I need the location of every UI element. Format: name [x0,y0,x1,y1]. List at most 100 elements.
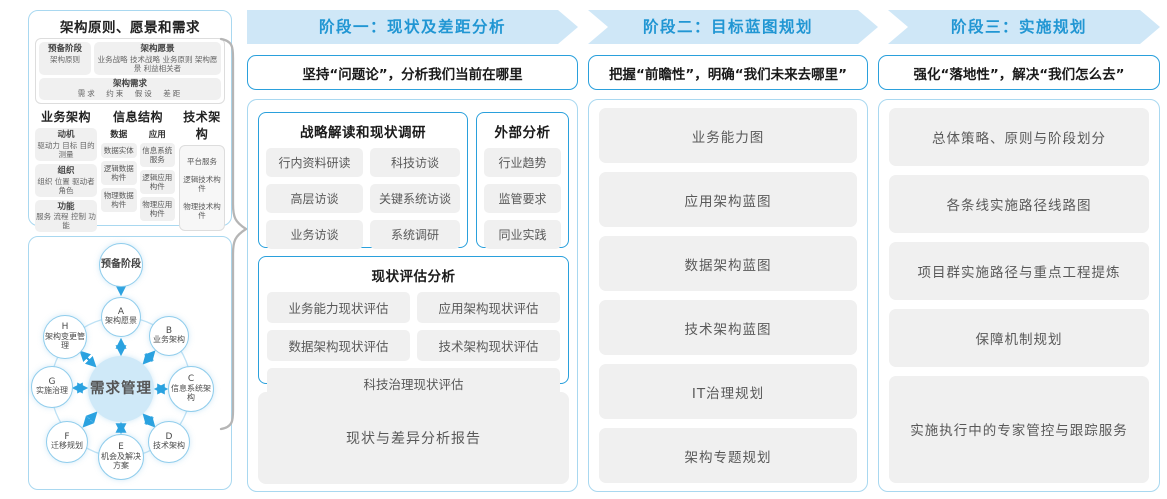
business-architecture-column: 业务架构 动机 驱动力 目标 目的 测量 组织 组织 位置 驱动者 角色 功能 … [35,108,97,235]
survey-title: 战略解读和现状调研 [300,125,426,141]
requirements-sub: 需求 约束 假设 差距 [77,89,183,99]
data-subcolumn: 数据 数据实体 逻辑数据构件 物理数据构件 [101,128,137,221]
function-box: 功能 服务 流程 控制 功能 [35,199,97,233]
phase3-item: 实施执行中的专家管控与跟踪服务 [889,375,1149,484]
survey-item: 业务访谈 [266,220,364,249]
adm-node-g: G 实施治理 [31,366,73,408]
assessment-box: 现状评估分析 业务能力现状评估 应用架构现状评估 数据架构现状评估 技术架构现状… [258,256,569,399]
assessment-grid: 业务能力现状评估 应用架构现状评估 数据架构现状评估 技术架构现状评估 科技治理… [259,292,568,399]
external-item: 同业实践 [484,220,561,249]
phase3-band-title: 阶段三：实施规划 [950,18,1087,36]
motivation-title: 动机 [57,130,75,141]
phase2-stack: 业务能力图 应用架构蓝图 数据架构蓝图 技术架构蓝图 IT治理规划 架构专题规划 [599,108,857,483]
adm-node-f-label: 迁移规划 [51,441,83,451]
requirements-title: 架构需求 [112,78,147,89]
strategy-survey-box: 战略解读和现状调研 行内资料研读 科技访谈 高层访谈 关键系统访谈 业务访谈 系… [258,112,468,249]
organization-sub: 组织 位置 驱动者 角色 [37,176,95,195]
phase1-panel: 战略解读和现状调研 行内资料研读 科技访谈 高层访谈 关键系统访谈 业务访谈 系… [247,99,578,492]
curly-brace-connector [219,37,249,431]
adm-node-e-label: 机会及解决方案 [101,451,141,470]
adm-node-c: C 信息系统架构 [168,366,214,412]
data-item: 逻辑数据构件 [101,161,137,186]
external-list: 行业趋势 监管要求 同业实践 [477,148,568,249]
phase3-item: 项目群实施路径与重点工程提炼 [889,241,1149,300]
phase2-item: IT治理规划 [599,364,857,419]
phase2-item: 架构专题规划 [599,428,857,483]
technical-item: 物理技术构件 [183,201,221,220]
survey-item: 高层访谈 [266,184,364,213]
information-subcolumns: 数据 数据实体 逻辑数据构件 物理数据构件 应用 信息系统服务 逻辑应用构件 物… [101,128,175,222]
survey-item: 系统调研 [370,220,460,249]
phase2-item: 技术架构蓝图 [599,300,857,355]
application-subcolumn: 应用 信息系统服务 逻辑应用构件 物理应用构件 [139,128,175,222]
phase3-slogan-box: 强化“落地性”，解决“我们怎么去” [878,55,1160,90]
external-analysis-box: 外部分析 行业趋势 监管要求 同业实践 [476,112,569,249]
organization-box: 组织 组织 位置 驱动者 角色 [35,163,97,197]
framework-top-group: 预备阶段 架构原则 架构愿景 业务战略 技术战略 业务原则 架构愿景 利益相关者… [35,38,225,105]
application-head: 应用 [148,130,166,141]
technical-item: 平台服务 [187,156,217,166]
phase3-item: 总体策略、原则与阶段划分 [889,108,1149,166]
vision-sub: 业务战略 技术战略 业务原则 架构愿景 利益相关者 [97,54,218,73]
survey-item: 科技访谈 [370,148,460,177]
architecture-vision-box: 架构愿景 业务战略 技术战略 业务原则 架构愿景 利益相关者 [94,42,221,75]
adm-node-h-label: 架构变更管理 [45,331,85,350]
prep-phase-line1: 预备阶段 [47,44,82,54]
prep-phase-box: 预备阶段 架构原则 [39,42,91,75]
adm-node-b-label: 业务架构 [153,335,185,345]
adm-node-g-letter: G [48,376,56,387]
adm-node-c-letter: C [187,374,195,385]
phase3-band-segment [888,10,1160,44]
technical-items-box: 平台服务 逻辑技术构件 物理技术构件 [179,145,225,232]
adm-node-e-letter: E [118,442,124,453]
phase2-band-title: 阶段二：目标蓝图规划 [642,18,813,36]
business-architecture-title: 业务架构 [40,110,91,125]
phase3-stack: 总体策略、原则与阶段划分 各条线实施路径线路图 项目群实施路径与重点工程提炼 保… [889,108,1149,484]
survey-item: 行内资料研读 [266,148,364,177]
adm-center-node: 需求管理 [88,356,154,422]
data-head: 数据 [110,130,128,141]
framework-title: 架构原则、愿景和需求 [60,20,200,36]
motivation-box: 动机 驱动力 目标 目的 测量 [35,128,97,161]
phase1-band-segment [247,10,578,44]
motivation-sub: 驱动力 目标 目的 测量 [37,140,95,159]
application-item: 信息系统服务 [139,143,175,168]
information-structure-column: 信息结构 数据 数据实体 逻辑数据构件 物理数据构件 应用 信息系统服务 逻辑应… [101,108,175,235]
adm-node-a-label: 架构愿景 [105,316,137,326]
adm-node-d-label: 技术架构 [153,441,185,451]
application-item: 物理应用构件 [139,197,175,222]
phase1-band-title: 阶段一：现状及差距分析 [318,18,506,36]
architecture-framework-panel: 架构原则、愿景和需求 预备阶段 架构原则 架构愿景 业务战略 技术战略 业务原则… [28,10,232,280]
adm-node-e: E 机会及解决方案 [98,434,144,480]
function-title: 功能 [57,201,75,212]
adm-node-b: B 业务架构 [149,316,189,356]
architecture-requirements-box: 架构需求 需求 约束 假设 差距 [39,77,221,101]
adm-cycle-panel: 预备阶段 A 架构愿景 B 业务架构 C 信息系统架构 D 技术架构 E 机会及… [28,236,232,490]
phase2-item: 业务能力图 [599,108,857,163]
survey-grid: 行内资料研读 科技访谈 高层访谈 关键系统访谈 业务访谈 系统调研 [259,148,467,249]
assessment-item: 业务能力现状评估 [267,292,410,323]
function-sub: 服务 流程 控制 功能 [36,212,96,231]
adm-node-f: F 迁移规划 [46,421,88,463]
application-item: 逻辑应用构件 [139,170,175,195]
phases-section: 阶段一：现状及差距分析 阶段二：目标蓝图规划 阶段三：实施规划 坚持“问题论”，… [247,10,1160,492]
data-item: 物理数据构件 [101,188,137,213]
adm-prep-node: 预备阶段 [99,243,143,287]
phase2-item: 数据架构蓝图 [599,236,857,291]
phase3-item: 各条线实施路径线路图 [889,174,1149,233]
adm-node-a-letter: A [117,306,125,317]
external-item: 行业趋势 [484,148,561,177]
phase2-slogan-box: 把握“前瞻性”，明确“我们未来去哪里” [588,55,868,90]
survey-item: 关键系统访谈 [370,184,460,213]
adm-node-h: H 架构变更管理 [43,315,87,359]
adm-node-g-label: 实施治理 [36,386,68,396]
assessment-item: 数据架构现状评估 [267,330,410,361]
prep-vision-row: 预备阶段 架构原则 架构愿景 业务战略 技术战略 业务原则 架构愿景 利益相关者 [39,42,221,75]
data-item: 数据实体 [101,143,137,159]
adm-node-d: D 技术架构 [148,421,190,463]
adm-node-d-letter: D [165,431,173,442]
phase1-slogan-box: 坚持“问题论”，分析我们当前在哪里 [247,55,578,90]
technical-architecture-column: 技术架构 平台服务 逻辑技术构件 物理技术构件 [179,108,225,235]
assessment-item: 应用架构现状评估 [417,292,560,323]
adm-node-h-letter: H [61,322,69,333]
